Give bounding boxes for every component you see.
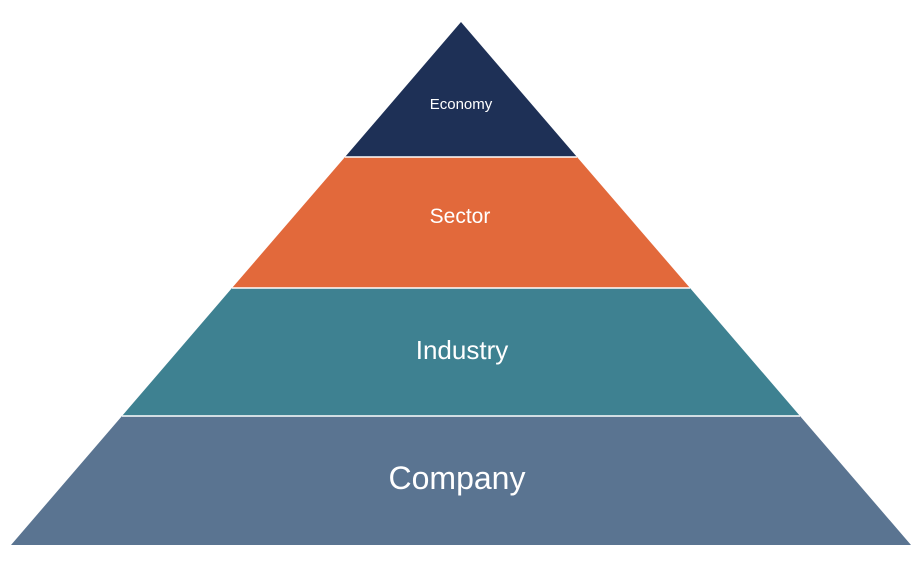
pyramid-label-industry: Industry xyxy=(416,335,509,365)
pyramid-label-sector: Sector xyxy=(430,205,491,228)
pyramid-layer-sector xyxy=(232,157,690,288)
pyramid-label-economy: Economy xyxy=(430,96,493,113)
pyramid-layer-industry xyxy=(122,288,800,416)
pyramid-label-company: Company xyxy=(389,460,526,496)
pyramid-layer-economy xyxy=(345,22,577,157)
pyramid-layer-company xyxy=(11,416,911,545)
